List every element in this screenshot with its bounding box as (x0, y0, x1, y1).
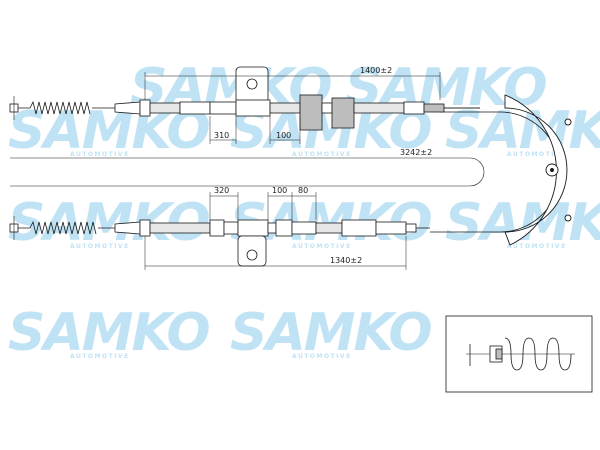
watermark-tagline: AUTOMOTIVE (292, 243, 352, 250)
watermark-tagline: AUTOMOTIVE (70, 243, 130, 250)
watermark-tagline: AUTOMOTIVE (70, 151, 130, 158)
dim-total-length: 3242±2 (400, 148, 432, 157)
spring-bottom (29, 220, 97, 235)
bottom-cable-assembly (9, 216, 430, 267)
dim-bottom-offset-a: 320 (214, 186, 229, 195)
watermark-tagline: AUTOMOTIVE (292, 353, 352, 360)
dimension-lines (144, 72, 441, 270)
watermark-logo: SAMKO (445, 193, 600, 253)
cable-inner-line (10, 157, 485, 187)
dim-bottom-offset-b: 100 (272, 186, 287, 195)
watermark-logo: SAMKO (445, 101, 600, 161)
watermark-logo: SAMKO (230, 303, 431, 363)
watermark-tagline: AUTOMOTIVE (70, 353, 130, 360)
dim-bottom-length: 1340±2 (330, 256, 362, 265)
detail-inset (445, 315, 593, 393)
bracket-plate (504, 94, 572, 246)
spring-top (29, 100, 91, 115)
watermark-tagline: AUTOMOTIVE (507, 151, 567, 158)
watermark-logo: SAMKO (8, 303, 209, 363)
bracket-hole-bottom (564, 214, 572, 222)
dim-top-offset-a: 310 (214, 131, 229, 140)
dim-top-length: 1400±2 (360, 66, 392, 75)
watermark-tagline: AUTOMOTIVE (507, 243, 567, 250)
dimension-labels: 1400±2 310 100 3242±2 320 100 80 1340±2 (214, 66, 432, 265)
dim-top-offset-b: 100 (276, 131, 291, 140)
inset-spring-icon (504, 337, 572, 371)
bracket-hole-top (564, 118, 572, 126)
dim-bottom-offset-c: 80 (298, 186, 308, 195)
watermark-tagline: AUTOMOTIVE (292, 151, 352, 158)
